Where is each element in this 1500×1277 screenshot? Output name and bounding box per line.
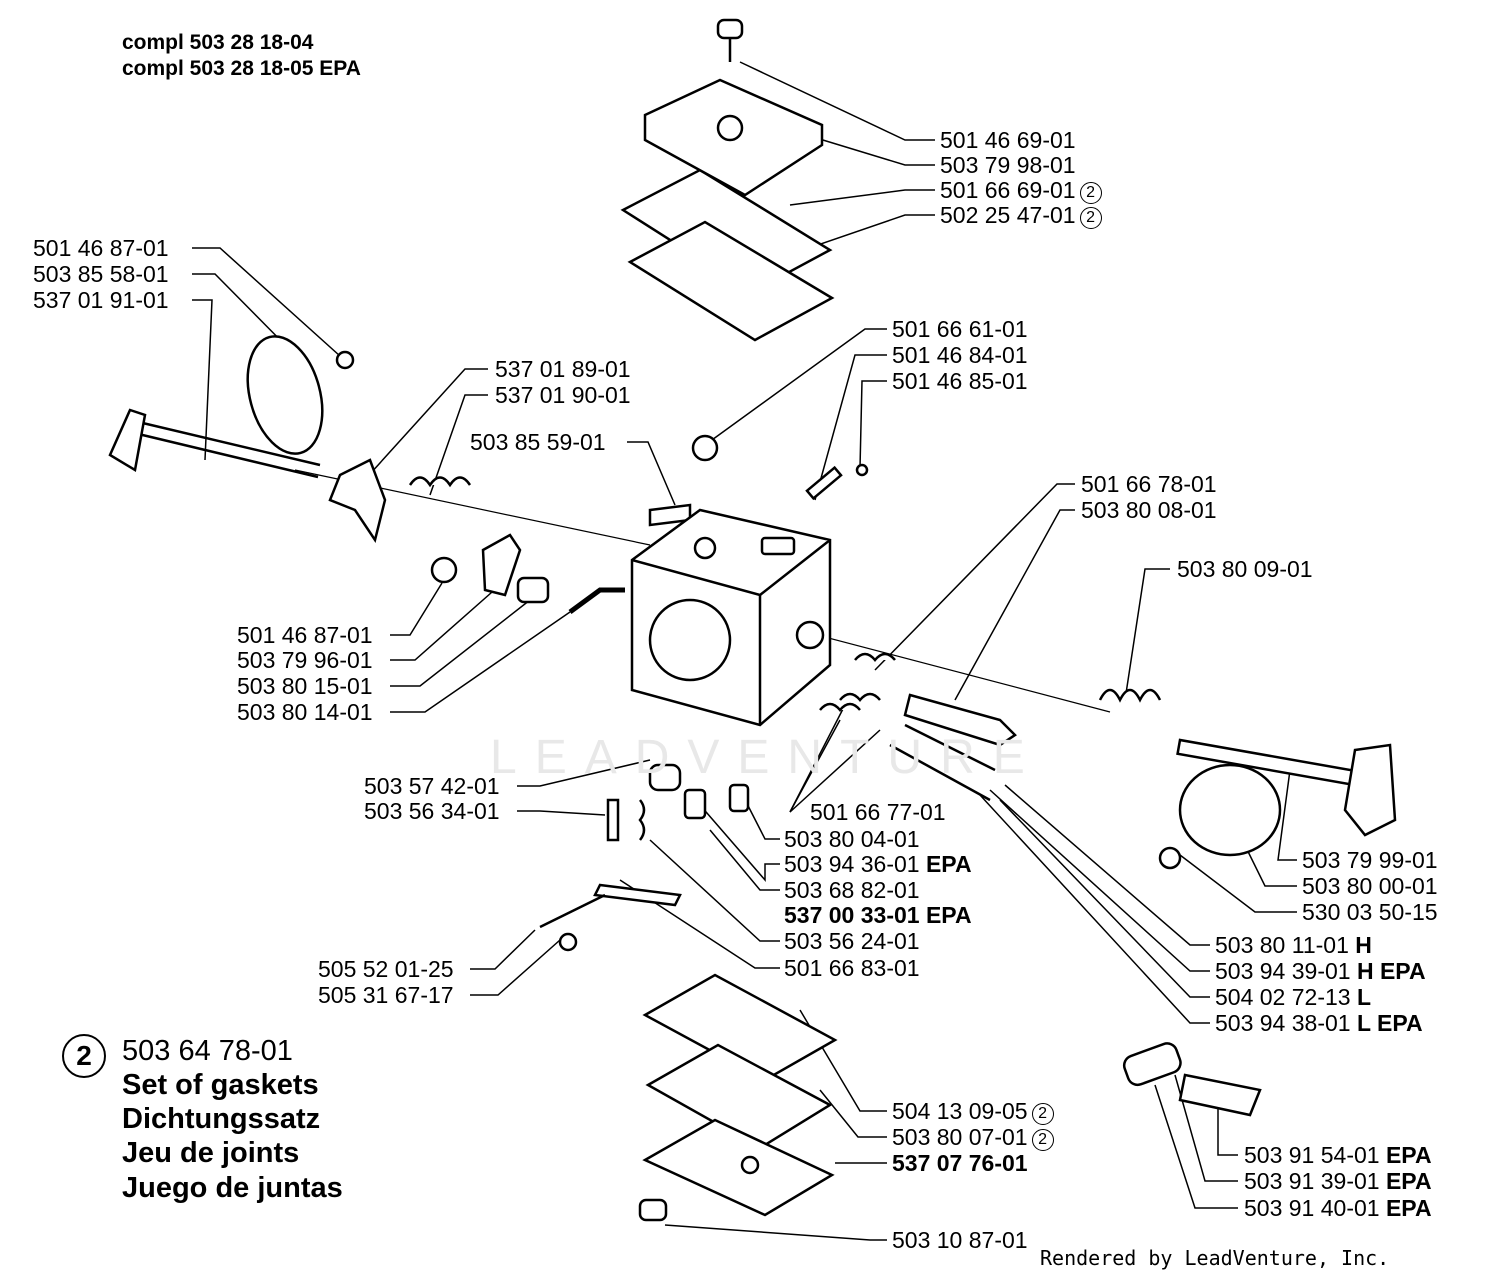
part-label: 503 79 98-01 (940, 152, 1076, 178)
watermark: LEADVENTURE (490, 731, 1043, 784)
part-label: 505 52 01-25 (318, 956, 454, 982)
part-label: 501 46 87-01 (237, 622, 373, 648)
part-label: 503 85 59-01 (470, 429, 606, 455)
part-label: 503 85 58-01 (33, 261, 169, 287)
part-shapes (108, 18, 1397, 1222)
legend-french: Jeu de joints (122, 1137, 300, 1169)
part-label: 503 91 54-01 EPA (1244, 1142, 1432, 1168)
part-label: 537 00 33-01 EPA (784, 902, 972, 928)
part-label: 503 80 11-01 H (1215, 932, 1372, 958)
legend-english: Set of gaskets (122, 1069, 319, 1101)
part-label: 501 46 84-01 (892, 342, 1028, 368)
part-label: 503 56 34-01 (364, 798, 500, 824)
part-label: 503 79 99-01 (1302, 847, 1438, 873)
gasket-set-marker: 2 (1079, 182, 1102, 204)
part-label: 501 46 87-01 (33, 235, 169, 261)
part-label: 503 94 38-01 L EPA (1215, 1010, 1423, 1036)
assembly-number-line-2: compl 503 28 18-05 EPA (122, 57, 361, 80)
credit-text: Rendered by LeadVenture, Inc. (1040, 1246, 1390, 1270)
part-label: 505 31 67-17 (318, 982, 454, 1008)
part-label: 501 66 83-01 (784, 955, 920, 981)
part-label: 537 01 90-01 (495, 382, 631, 408)
gasket-set-marker: 2 (1031, 1103, 1054, 1125)
gasket-set-marker: 2 (62, 1034, 106, 1078)
part-label: 501 66 61-01 (892, 316, 1028, 342)
gasket-set-part-number: 503 64 78-01 (122, 1035, 293, 1067)
assembly-number-line-1: compl 503 28 18-04 (122, 31, 314, 54)
part-label: 503 94 36-01 EPA (784, 851, 972, 877)
part-label: 503 57 42-01 (364, 773, 500, 799)
part-label: 503 91 40-01 EPA (1244, 1195, 1432, 1221)
legend-spanish: Juego de juntas (122, 1172, 343, 1204)
part-label: 537 01 89-01 (495, 356, 631, 382)
part-label: 501 66 78-01 (1081, 471, 1217, 497)
part-label: 503 94 39-01 H EPA (1215, 958, 1426, 984)
leader-lines (192, 61, 1297, 1241)
part-label: 530 03 50-15 (1302, 899, 1438, 925)
gasket-set-marker: 2 (1079, 207, 1102, 229)
part-label: 501 46 69-01 (940, 127, 1076, 153)
part-label: 503 80 08-01 (1081, 497, 1217, 523)
part-label: 503 56 24-01 (784, 928, 920, 954)
part-label: 503 80 09-01 (1177, 556, 1313, 582)
part-label: 503 80 15-01 (237, 673, 373, 699)
part-label: 501 46 85-01 (892, 368, 1028, 394)
part-label: 537 01 91-01 (33, 287, 169, 313)
part-label: 503 80 14-01 (237, 699, 373, 725)
part-label: 503 80 00-01 (1302, 873, 1438, 899)
part-label: 501 66 77-01 (810, 799, 946, 825)
part-label: 503 91 39-01 EPA (1244, 1168, 1432, 1194)
part-label: 504 02 72-13 L (1215, 984, 1372, 1010)
gasket-set-marker: 2 (1031, 1129, 1054, 1151)
part-label: 537 07 76-01 (892, 1150, 1028, 1176)
legend-german: Dichtungssatz (122, 1103, 321, 1135)
part-label: 503 10 87-01 (892, 1227, 1028, 1253)
part-label: 503 80 04-01 (784, 826, 920, 852)
part-label: 503 79 96-01 (237, 647, 373, 673)
part-label: 503 68 82-01 (784, 877, 920, 903)
